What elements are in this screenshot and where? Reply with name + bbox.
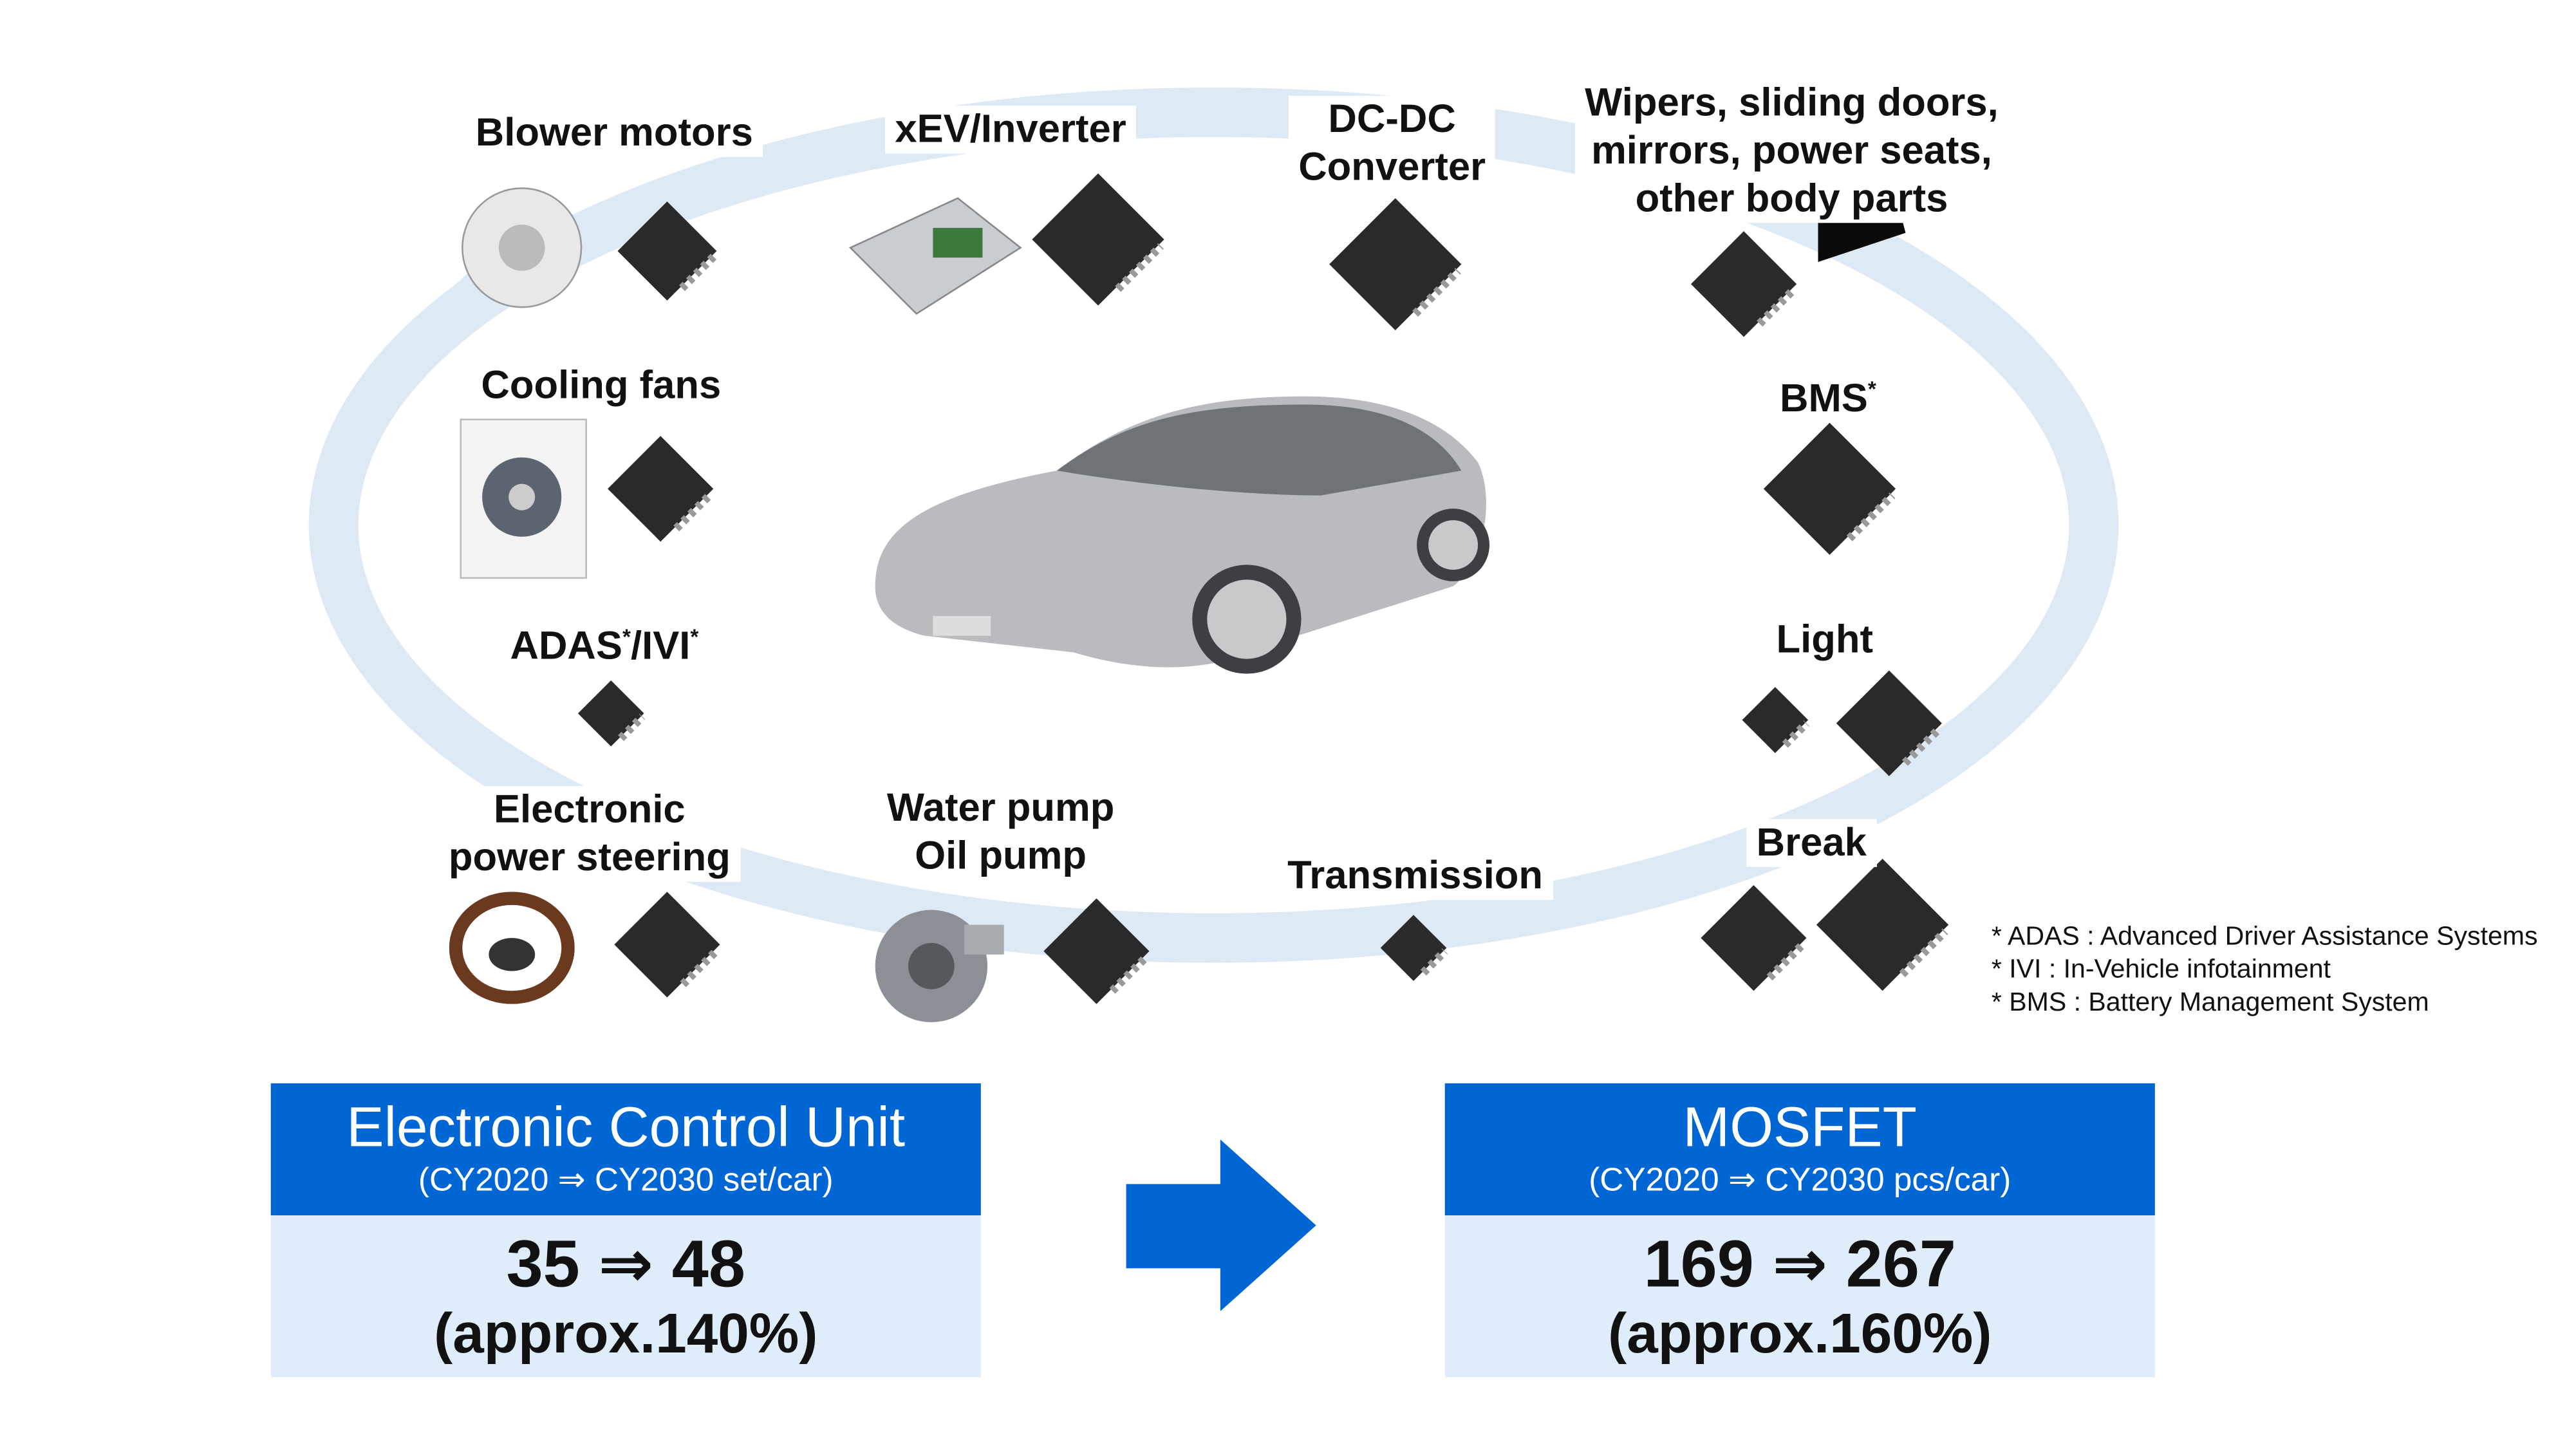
mosfet-chip-icon bbox=[1032, 173, 1164, 306]
mosfet-chip-icon bbox=[1701, 885, 1807, 991]
ecu-percent: (approx.140%) bbox=[434, 1303, 818, 1366]
footnote-adas: * ADAS : Advanced Driver Assistance Syst… bbox=[1991, 923, 2538, 951]
asterisk: * bbox=[1867, 376, 1876, 402]
mosfet-chip-icon bbox=[1836, 670, 1943, 776]
mosfet-box-header: MOSFET (CY2020 ⇒ CY2030 pcs/car) bbox=[1444, 1083, 2155, 1216]
mosfet-chip-icon bbox=[1380, 915, 1448, 981]
inverter-image bbox=[848, 197, 1022, 315]
mosfet-subtitle: (CY2020 ⇒ CY2030 pcs/car) bbox=[1589, 1163, 2011, 1199]
footnote-bms: * BMS : Battery Management System bbox=[1991, 989, 2429, 1018]
mosfet-chip-icon bbox=[608, 436, 714, 542]
label-line: Water pump bbox=[886, 786, 1115, 831]
ecu-box: Electronic Control Unit (CY2020 ⇒ CY2030… bbox=[270, 1083, 981, 1378]
label-break: Break bbox=[1746, 819, 1877, 867]
ecu-box-header: Electronic Control Unit (CY2020 ⇒ CY2030… bbox=[270, 1083, 981, 1216]
mosfet-title: MOSFET bbox=[1683, 1096, 1917, 1159]
mosfet-chip-icon bbox=[1329, 198, 1462, 331]
label-light: Light bbox=[1766, 615, 1883, 664]
label-body-parts: Wipers, sliding doors,mirrors, power sea… bbox=[1574, 79, 2009, 223]
mosfet-chip-icon bbox=[1043, 898, 1150, 1004]
label-bms: BMS* bbox=[1769, 364, 1887, 423]
label-text: BMS bbox=[1779, 376, 1868, 422]
mosfet-chip-icon bbox=[577, 680, 646, 747]
label-line: other body parts bbox=[1635, 176, 1948, 221]
mosfet-box: MOSFET (CY2020 ⇒ CY2030 pcs/car) 169 ⇒ 2… bbox=[1444, 1083, 2155, 1378]
label-line: Converter bbox=[1298, 145, 1486, 191]
mosfet-numbers: 169 ⇒ 267 bbox=[1643, 1228, 1956, 1302]
label-line: Oil pump bbox=[915, 834, 1087, 879]
mosfet-percent: (approx.160%) bbox=[1608, 1303, 1992, 1366]
cooling-fan-image bbox=[460, 418, 587, 579]
ecu-numbers: 35 ⇒ 48 bbox=[506, 1228, 745, 1302]
asterisk: * bbox=[690, 624, 699, 650]
mosfet-chip-icon bbox=[614, 892, 720, 998]
water-pump-image bbox=[875, 910, 1004, 1022]
label-text: ADAS bbox=[510, 624, 622, 669]
ecu-subtitle: (CY2020 ⇒ CY2030 set/car) bbox=[418, 1163, 834, 1199]
label-line: DC-DC bbox=[1328, 97, 1456, 142]
label-xev-inverter: xEV/Inverter bbox=[884, 106, 1137, 154]
label-text: /IVI bbox=[630, 624, 691, 669]
label-blower-motors: Blower motors bbox=[465, 109, 763, 157]
mosfet-chip-icon bbox=[617, 201, 718, 301]
mosfet-chip-icon bbox=[1763, 422, 1896, 555]
blower-wheel-image bbox=[462, 187, 583, 308]
mosfet-chip-icon bbox=[1816, 859, 1949, 991]
label-line: mirrors, power seats, bbox=[1591, 129, 1992, 174]
steering-wheel-image bbox=[449, 892, 575, 1004]
car-image bbox=[875, 396, 1489, 674]
arrow-right-icon bbox=[1126, 1139, 1316, 1311]
asterisk: * bbox=[622, 624, 631, 650]
mosfet-box-body: 169 ⇒ 267 (approx.160%) bbox=[1444, 1215, 2155, 1378]
label-line: Wipers, sliding doors, bbox=[1585, 80, 1999, 126]
footnote-ivi: * IVI : In-Vehicle infotainment bbox=[1991, 956, 2331, 984]
mosfet-chip-icon bbox=[1690, 231, 1797, 337]
label-line: Electronic bbox=[493, 787, 686, 832]
ecu-title: Electronic Control Unit bbox=[346, 1096, 906, 1159]
ecu-box-body: 35 ⇒ 48 (approx.140%) bbox=[270, 1215, 981, 1378]
mosfet-chip-icon bbox=[1742, 687, 1810, 753]
label-transmission: Transmission bbox=[1277, 852, 1553, 901]
label-adas-ivi: ADAS*/IVI* bbox=[500, 612, 709, 671]
label-line: power steering bbox=[448, 836, 731, 881]
label-cooling-fans: Cooling fans bbox=[471, 361, 731, 410]
